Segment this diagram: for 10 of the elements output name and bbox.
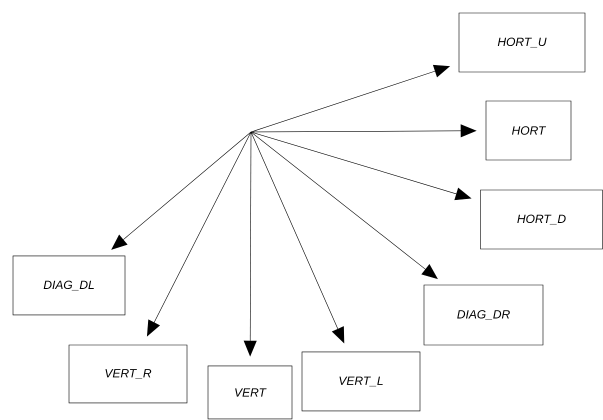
label-box: HORT_U (458, 12, 586, 72)
arrow (250, 132, 344, 344)
label-box: DIAG_DR (424, 284, 544, 346)
arrow (111, 132, 252, 250)
label-box: VERT_R (68, 344, 188, 404)
label-box: VERT (208, 366, 292, 420)
label-box: HORT (486, 100, 572, 160)
label-box: DIAG_DL (12, 256, 126, 316)
label-box: VERT_L (302, 352, 420, 412)
label-box: HORT_D (480, 190, 603, 250)
